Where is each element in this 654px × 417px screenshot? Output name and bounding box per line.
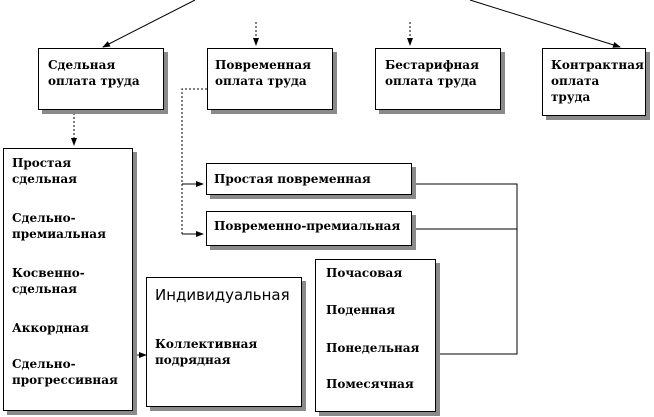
- piece-rate-label: Сдельная оплата труда: [48, 58, 140, 88]
- collective-label: Коллективная подрядная: [155, 337, 258, 367]
- piece-type-item: Простая сдельная: [12, 156, 77, 186]
- individual-title: Индивидуальная: [155, 286, 290, 304]
- time-rate-label: Повременная оплата труда: [215, 58, 311, 88]
- time-branch-line: [181, 88, 207, 234]
- arrow-to-piece: [102, 0, 196, 48]
- tariffless-box: Бестарифная оплата труда: [375, 48, 501, 110]
- tariffless-label: Бестарифная оплата труда: [385, 58, 479, 88]
- piece-type-item: Косвенно- сдельная: [12, 266, 85, 296]
- piece-type-item: Сдельно- премиальная: [12, 211, 106, 241]
- arrow-to-contract: [469, 0, 621, 48]
- time-rate-box: Повременная оплата труда: [207, 48, 333, 110]
- piece-type-item: Сдельно- прогрессивная: [12, 357, 118, 387]
- individual-box: Индивидуальная Коллективная подрядная: [146, 277, 302, 407]
- bracket-to-periods: [412, 183, 518, 355]
- period-item: Помесячная: [326, 377, 414, 391]
- simple-time-label: Простая повременная: [214, 172, 371, 186]
- period-item: Почасовая: [326, 266, 403, 280]
- period-item: Поденная: [326, 303, 396, 317]
- piece-rate-box: Сдельная оплата труда: [38, 48, 164, 110]
- piece-type-item: Аккордная: [12, 321, 89, 335]
- contract-label: Контрактная оплата труда: [551, 58, 644, 104]
- period-item: Понедельная: [326, 341, 420, 355]
- premium-time-label: Повременно-премиальная: [214, 219, 401, 233]
- periods-box: Почасовая Поденная Понедельная Помесячна…: [315, 259, 436, 412]
- contract-box: Контрактная оплата труда: [542, 48, 646, 116]
- premium-time-box: Повременно-премиальная: [206, 211, 412, 246]
- piece-types-box: Простая сдельная Сдельно- премиальная Ко…: [3, 148, 133, 411]
- simple-time-box: Простая повременная: [206, 163, 412, 195]
